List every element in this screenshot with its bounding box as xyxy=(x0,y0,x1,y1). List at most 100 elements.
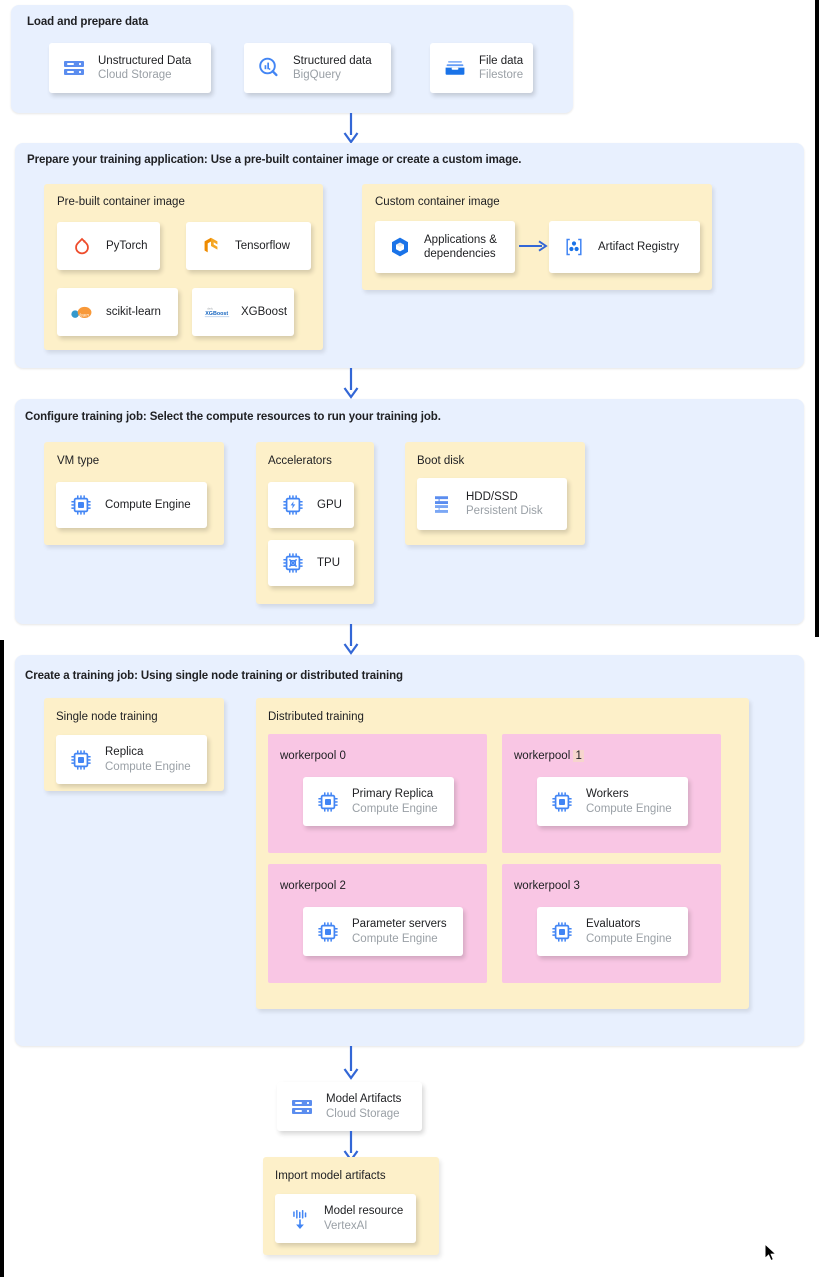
workerpool-2-label: workerpool 2 xyxy=(280,880,346,892)
left-edge-bar xyxy=(0,640,4,1277)
card-primary-label: Model resource xyxy=(324,1205,404,1218)
cloud-storage-icon xyxy=(61,55,87,81)
arrow-create-to-artifacts xyxy=(343,1046,359,1080)
workerpool-3-index: 3 xyxy=(573,880,580,892)
vertex-ai-icon xyxy=(287,1206,313,1232)
filestore-icon xyxy=(442,55,468,81)
group-accelerators-label: Accelerators xyxy=(268,455,332,467)
card-primary-label: Parameter servers xyxy=(352,918,447,931)
compute-engine-icon xyxy=(68,747,94,773)
group-import-label: Import model artifacts xyxy=(275,1170,386,1182)
stage-create-title: Create a training job: Using single node… xyxy=(25,670,403,682)
workerpool-3-label: workerpool 3 xyxy=(514,880,580,892)
pytorch-icon xyxy=(69,233,95,259)
card-primary-label: Applications & xyxy=(424,233,497,246)
card-scikit-learn[interactable]: learn scikit-learn xyxy=(57,288,178,336)
group-custom-label: Custom container image xyxy=(375,196,500,208)
card-primary-label: Unstructured Data xyxy=(98,54,192,67)
card-primary-label: Artifact Registry xyxy=(598,240,680,253)
card-persistent-disk[interactable]: HDD/SSD Persistent Disk xyxy=(417,478,567,530)
card-secondary-label: Compute Engine xyxy=(352,932,438,945)
workerpool-0-index: 0 xyxy=(339,750,346,762)
arrow-load-to-prepare xyxy=(343,113,359,144)
tpu-icon xyxy=(280,550,306,576)
group-single-node-label: Single node training xyxy=(56,711,158,723)
right-edge-bar xyxy=(815,0,819,637)
group-vm-type-label: VM type xyxy=(57,455,100,467)
card-primary-label: HDD/SSD xyxy=(466,490,518,503)
card-primary-label-line2: dependencies xyxy=(424,248,496,260)
cloud-storage-icon xyxy=(289,1094,315,1120)
card-artifact-registry[interactable]: Artifact Registry xyxy=(549,221,700,273)
card-primary-label: Replica xyxy=(105,746,144,759)
card-secondary-label: Compute Engine xyxy=(105,760,191,773)
mouse-cursor xyxy=(764,1243,778,1262)
card-file-data[interactable]: File data Filestore xyxy=(430,43,533,93)
artifact-registry-icon xyxy=(561,234,587,260)
card-secondary-label: VertexAI xyxy=(324,1219,368,1232)
card-primary-label: Model Artifacts xyxy=(326,1093,402,1106)
workerpool-1-prefix: workerpool xyxy=(514,750,571,762)
svg-text:dmlc: dmlc xyxy=(207,307,213,311)
card-secondary-label: Cloud Storage xyxy=(326,1107,400,1120)
card-secondary-label: Compute Engine xyxy=(352,802,438,815)
card-structured-data[interactable]: Structured data BigQuery xyxy=(244,43,391,93)
compute-engine-icon xyxy=(315,789,341,815)
stage-prepare-title: Prepare your training application: Use a… xyxy=(27,154,522,166)
card-workers[interactable]: Workers Compute Engine xyxy=(537,777,698,838)
stage-configure-title: Configure training job: Select the compu… xyxy=(25,411,441,423)
card-parameter-servers[interactable]: Parameter servers Compute Engine xyxy=(303,907,473,968)
workerpool-2-prefix: workerpool xyxy=(280,880,337,892)
card-primary-label: File data xyxy=(479,54,524,67)
card-applications-dependencies[interactable]: Applications & dependencies xyxy=(375,221,515,273)
applications-dependencies-icon xyxy=(387,234,413,260)
arrow-prepare-to-configure xyxy=(343,368,359,399)
card-tensorflow[interactable]: Tensorflow xyxy=(186,222,311,270)
svg-text:XGBoost: XGBoost xyxy=(205,311,228,317)
card-gpu[interactable]: GPU xyxy=(268,482,354,528)
card-primary-label: Evaluators xyxy=(586,918,641,931)
card-primary-label: XGBoost xyxy=(241,305,288,318)
card-tpu[interactable]: TPU xyxy=(268,540,354,586)
card-secondary-label: Cloud Storage xyxy=(98,69,172,81)
workerpool-0-label: workerpool 0 xyxy=(280,750,346,762)
card-model-artifacts[interactable]: Model Artifacts Cloud Storage xyxy=(277,1082,422,1131)
card-secondary-label: Persistent Disk xyxy=(466,505,543,517)
card-pytorch[interactable]: PyTorch xyxy=(57,222,160,270)
arrow-applications-to-registry xyxy=(519,240,548,252)
group-pre-built-label: Pre-built container image xyxy=(57,196,185,208)
card-secondary-label: Filestore xyxy=(479,69,524,81)
card-replica[interactable]: Replica Compute Engine xyxy=(56,735,207,784)
card-unstructured-data[interactable]: Unstructured Data Cloud Storage xyxy=(49,43,211,93)
workerpool-2-index: 2 xyxy=(339,880,346,892)
tensorflow-icon xyxy=(198,233,224,259)
card-secondary-label: BigQuery xyxy=(293,69,341,81)
svg-text:learn: learn xyxy=(79,312,89,317)
workerpool-1-index: 1 xyxy=(573,750,584,762)
group-boot-disk-label: Boot disk xyxy=(417,455,465,467)
bigquery-icon xyxy=(256,55,282,81)
arrow-configure-to-create xyxy=(343,624,359,655)
card-primary-label: Workers xyxy=(586,788,629,801)
persistent-disk-icon xyxy=(429,491,455,517)
card-primary-replica[interactable]: Primary Replica Compute Engine xyxy=(303,777,464,838)
card-secondary-label: Compute Engine xyxy=(586,802,672,815)
gpu-icon xyxy=(280,492,306,518)
workerpool-1-label: workerpool 1 xyxy=(514,750,584,762)
card-secondary-label: Compute Engine xyxy=(586,932,672,945)
card-primary-label: TPU xyxy=(317,556,340,569)
stage-load-title: Load and prepare data xyxy=(27,16,149,28)
card-model-resource[interactable]: Model resource VertexAI xyxy=(275,1194,416,1243)
card-primary-label: GPU xyxy=(317,498,342,511)
card-compute-engine-vm[interactable]: Compute Engine xyxy=(56,482,207,528)
compute-engine-icon xyxy=(68,492,94,518)
card-primary-label: Compute Engine xyxy=(105,498,191,511)
card-primary-label: scikit-learn xyxy=(106,305,161,318)
workerpool-0-prefix: workerpool xyxy=(280,750,337,762)
compute-engine-icon xyxy=(549,789,575,815)
card-primary-label: Tensorflow xyxy=(235,239,290,252)
card-evaluators[interactable]: Evaluators Compute Engine xyxy=(537,907,698,968)
